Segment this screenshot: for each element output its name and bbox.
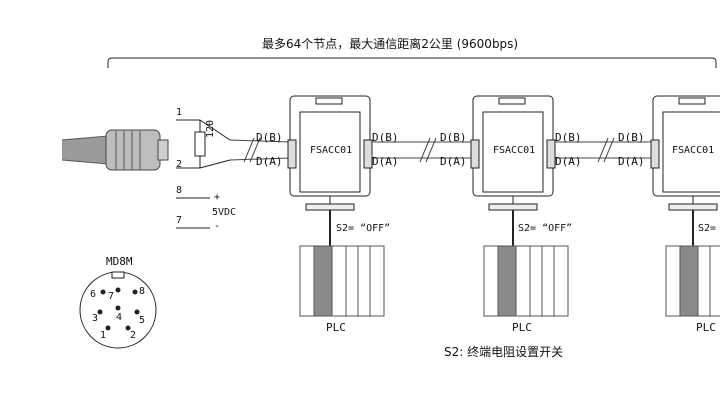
- node-1-left-a: D(A): [256, 155, 283, 168]
- node-2-module-name: FSACC01: [493, 145, 536, 156]
- terminal-resistor: [176, 119, 231, 169]
- connector-pin-8: 8: [139, 286, 146, 297]
- footnote-s2: S2: 终端电阻设置开关: [444, 345, 564, 359]
- connector-pin-7: 7: [108, 291, 115, 302]
- node-2-right-a: D(A): [555, 155, 582, 168]
- fsacc01-module-1: [287, 95, 373, 246]
- fsacc01-module-2: [470, 95, 556, 246]
- node-3-switch-state: S2=: [698, 223, 717, 234]
- pin-7-label: 7: [176, 215, 183, 226]
- plc-rack-1: [299, 245, 385, 317]
- node-3-plc-label: PLC: [696, 321, 716, 334]
- plus-label: +: [214, 192, 221, 203]
- node-2-right-b: D(B): [555, 131, 582, 144]
- plc-rack-2: [483, 245, 569, 317]
- node-1-plc-label: PLC: [326, 321, 346, 334]
- node-3-module-name: FSACC01: [672, 145, 715, 156]
- power-leads: [176, 197, 210, 229]
- node-1-switch-state: S2= “OFF”: [336, 223, 391, 234]
- node-2-left-b: D(B): [440, 131, 467, 144]
- pin-1-label: 1: [176, 107, 183, 118]
- node-1-module-name: FSACC01: [310, 145, 353, 156]
- node-2-switch-state: S2= “OFF”: [518, 223, 573, 234]
- node-3-left-a: D(A): [618, 155, 645, 168]
- voltage-label: 5VDC: [212, 207, 237, 218]
- node-1-left-b: D(B): [256, 131, 283, 144]
- connector-pin-1: 1: [100, 330, 107, 341]
- network-span-brace: [107, 57, 717, 68]
- node-1-right-b: D(B): [372, 131, 399, 144]
- node-1-right-a: D(A): [372, 155, 399, 168]
- connector-pin-2: 2: [130, 330, 137, 341]
- usb-plug-icon: [61, 129, 169, 171]
- pin-2-label: 2: [176, 159, 183, 170]
- minus-label: -: [214, 221, 221, 232]
- fsacc01-module-3: [650, 95, 720, 246]
- connector-pin-4: 4: [116, 312, 123, 323]
- connector-pin-6: 6: [90, 289, 97, 300]
- md8m-connector-icon: [79, 271, 157, 349]
- connector-pin-3: 3: [92, 313, 99, 324]
- diagram-title: 最多64个节点，最大通信距离2公里 (9600bps): [262, 37, 519, 51]
- pin-8-label: 8: [176, 185, 183, 196]
- node-2-plc-label: PLC: [512, 321, 532, 334]
- twisted-pair-cables: [229, 137, 655, 163]
- resistor-value: 120: [205, 119, 216, 138]
- node-2-left-a: D(A): [440, 155, 467, 168]
- connector-pin-5: 5: [139, 315, 146, 326]
- connector-name: MD8M: [106, 255, 133, 268]
- plc-rack-3: [665, 245, 720, 317]
- node-3-left-b: D(B): [618, 131, 645, 144]
